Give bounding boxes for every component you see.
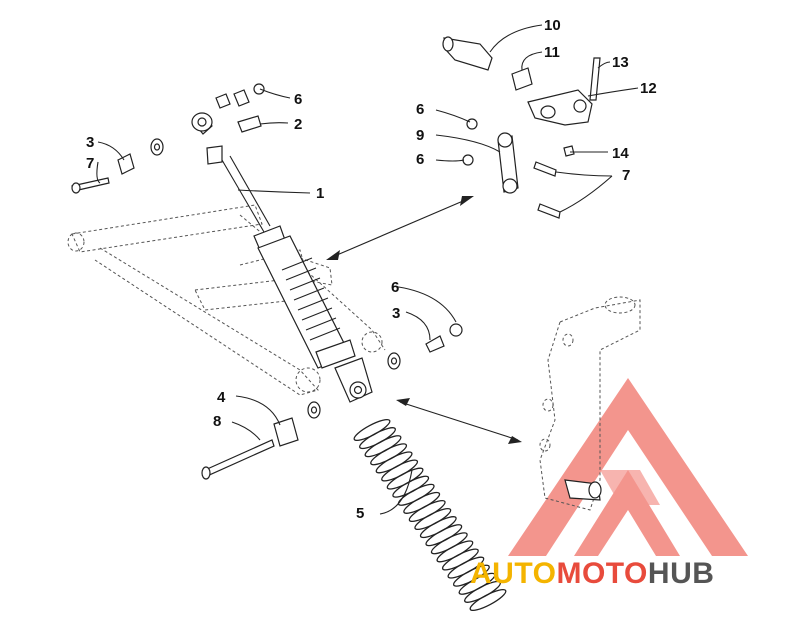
watermark-auto: AUTO — [470, 557, 556, 590]
callout-12: 12 — [640, 80, 657, 97]
callout-6: 6 — [294, 91, 302, 108]
shock-absorber — [191, 112, 373, 403]
callout-11: 11 — [544, 44, 560, 61]
watermark-logo — [508, 378, 748, 556]
callout-8: 8 — [213, 413, 221, 430]
callout-9: 9 — [416, 127, 424, 144]
callout-6: 6 — [416, 101, 424, 118]
watermark-hub: HUB — [648, 557, 715, 590]
spring-coil — [469, 588, 507, 612]
callout-10: 10 — [544, 17, 561, 34]
spindle — [539, 296, 641, 511]
callout-2: 2 — [294, 116, 302, 133]
upper-left-hardware — [71, 83, 265, 194]
watermark-text: AUTOMOTOHUB — [470, 557, 714, 590]
coil-spring — [353, 418, 507, 612]
callout-3: 3 — [392, 305, 400, 322]
leader-lines — [96, 24, 639, 515]
callout-7: 7 — [622, 167, 630, 184]
callout-7: 7 — [86, 155, 94, 172]
right-middle-hardware — [387, 323, 463, 370]
callout-4: 4 — [217, 389, 226, 406]
callout-14: 14 — [612, 145, 629, 162]
callout-1: 1 — [316, 185, 324, 202]
linkage-assembly — [442, 36, 601, 219]
assembly-arrows — [326, 196, 522, 444]
watermark-moto: MOTO — [556, 557, 647, 590]
callout-6: 6 — [391, 279, 399, 296]
callout-5: 5 — [356, 505, 364, 522]
callout-6: 6 — [416, 151, 424, 168]
callout-labels: 1 2 3 3 4 5 6 6 6 6 7 7 8 9 10 11 12 13 … — [86, 17, 657, 522]
callout-3: 3 — [86, 134, 94, 151]
callout-13: 13 — [612, 54, 629, 71]
